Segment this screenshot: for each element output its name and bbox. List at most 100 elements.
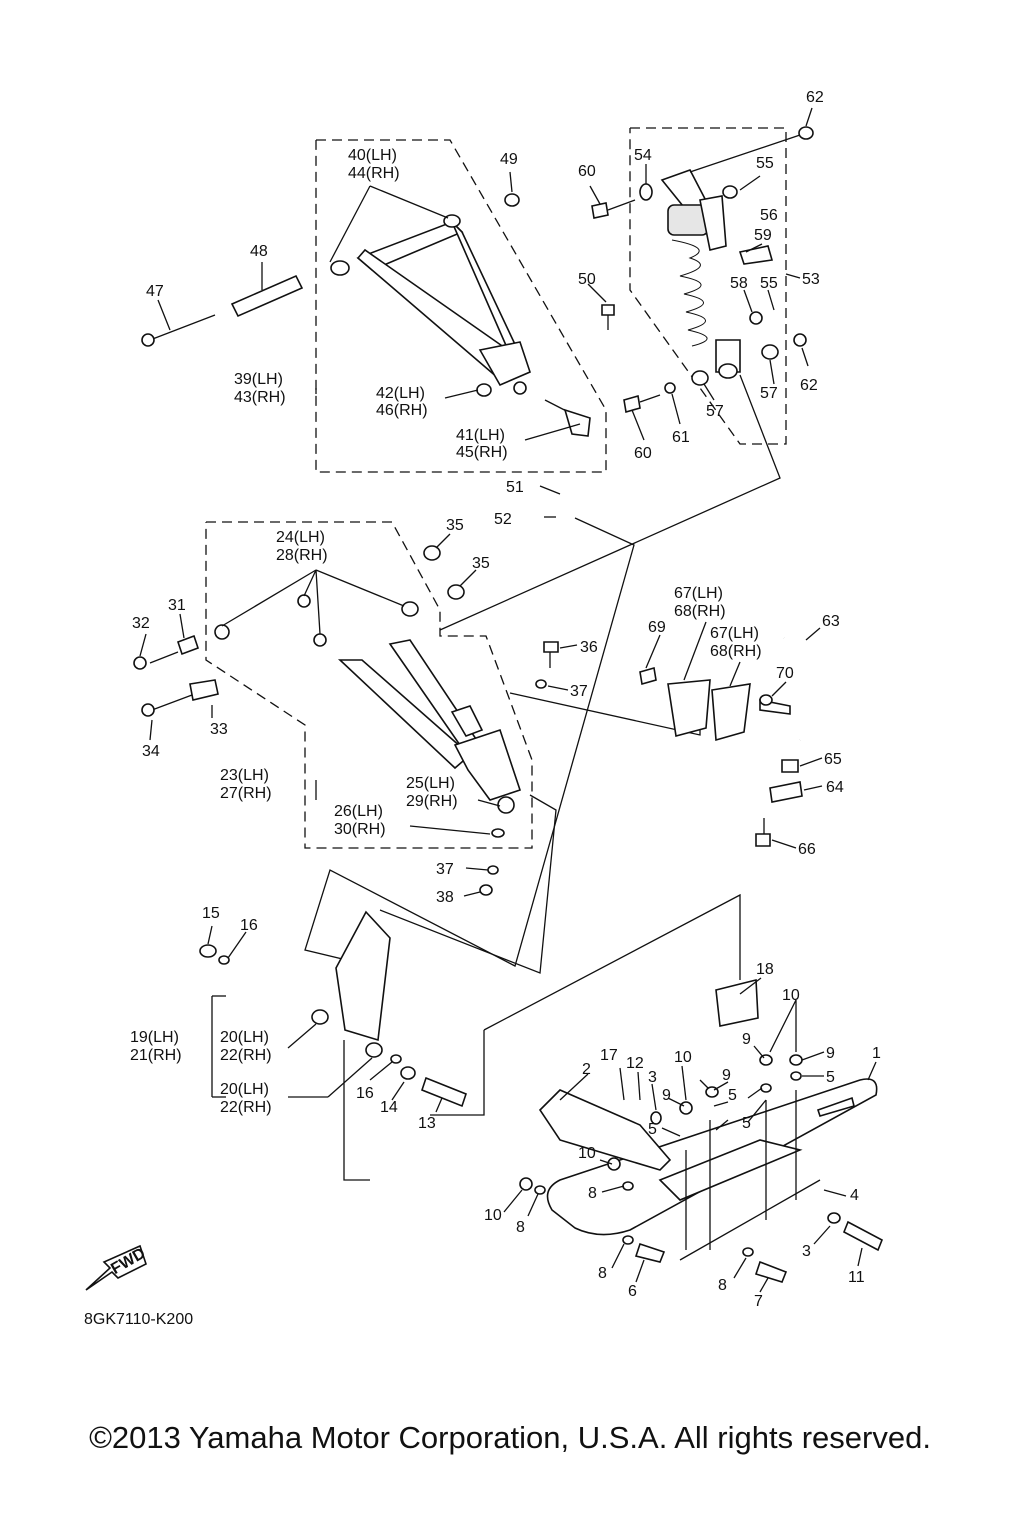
callout-45: 45(RH) (456, 444, 508, 461)
callout-64: 64 (826, 779, 844, 796)
callout-31: 31 (168, 597, 186, 614)
callout-58: 58 (730, 275, 748, 292)
callout-37-top: 37 (570, 683, 588, 700)
callout-30: 30(RH) (334, 821, 386, 838)
callout-57-right: 57 (760, 385, 778, 402)
callout-28: 28(RH) (276, 547, 328, 564)
lower-arm-group-box (205, 521, 533, 849)
callout-9-left-low: 9 (662, 1087, 671, 1104)
callout-16-top: 16 (240, 917, 258, 934)
callout-8-top: 8 (588, 1185, 597, 1202)
callout-21: 21(RH) (130, 1047, 182, 1064)
callout-10-mid: 10 (674, 1049, 692, 1066)
callout-37-bottom: 37 (436, 861, 454, 878)
callout-14: 14 (380, 1099, 398, 1116)
shock-group-box (629, 127, 787, 445)
callout-7: 7 (754, 1293, 763, 1310)
callout-6: 6 (628, 1283, 637, 1300)
callout-12: 12 (626, 1055, 644, 1072)
callout-labels: 62 40(LH) 44(RH) 49 60 54 55 56 59 48 53… (130, 89, 881, 1310)
lower-arm-bushings (214, 545, 465, 647)
callout-10-ski-left: 10 (578, 1145, 596, 1162)
callout-42: 42(LH) (376, 385, 425, 402)
callout-63: 63 (822, 613, 840, 630)
callout-68-top: 68(RH) (674, 603, 726, 620)
callout-20-top: 20(LH) (220, 1029, 269, 1046)
callout-55-mid: 55 (760, 275, 778, 292)
callout-47: 47 (146, 283, 164, 300)
callout-13: 13 (418, 1115, 436, 1132)
callout-65: 65 (824, 751, 842, 768)
upper-a-arm (356, 221, 531, 395)
callout-26: 26(LH) (334, 803, 383, 820)
ski (519, 978, 884, 1283)
callout-17: 17 (600, 1047, 618, 1064)
lower-a-arm (337, 639, 522, 814)
callout-9-left: 9 (742, 1031, 751, 1048)
callout-41: 41(LH) (456, 427, 505, 444)
callout-52: 52 (494, 511, 512, 528)
callout-15: 15 (202, 905, 220, 922)
callout-35-mid: 35 (472, 555, 490, 572)
callout-57-left: 57 (706, 403, 724, 420)
callout-56: 56 (760, 207, 778, 224)
copyright-notice: ©2013 Yamaha Motor Corporation, U.S.A. A… (89, 1420, 931, 1455)
upper-arm-bolt (141, 274, 304, 347)
callout-62-top: 62 (806, 89, 824, 106)
callout-49: 49 (500, 151, 518, 168)
callout-67-mid: 67(LH) (710, 625, 759, 642)
callout-8-left: 8 (516, 1219, 525, 1236)
callout-32: 32 (132, 615, 150, 632)
callout-55-top: 55 (756, 155, 774, 172)
callout-48: 48 (250, 243, 268, 260)
callout-46: 46(RH) (376, 402, 428, 419)
callout-25: 25(LH) (406, 775, 455, 792)
callout-40: 40(LH) (348, 147, 397, 164)
callout-5-center: 5 (742, 1115, 751, 1132)
callout-70: 70 (776, 665, 794, 682)
callout-19: 19(LH) (130, 1029, 179, 1046)
callout-27: 27(RH) (220, 785, 272, 802)
callout-34: 34 (142, 743, 160, 760)
callout-5-left: 5 (648, 1121, 657, 1138)
callout-59: 59 (754, 227, 772, 244)
callout-29: 29(RH) (406, 793, 458, 810)
callout-8-low: 8 (598, 1265, 607, 1282)
shock-absorber (660, 169, 774, 379)
callout-36: 36 (580, 639, 598, 656)
callout-23: 23(LH) (220, 767, 269, 784)
callout-11: 11 (848, 1269, 865, 1286)
callout-3-bottom: 3 (802, 1243, 811, 1260)
callout-24: 24(LH) (276, 529, 325, 546)
fwd-arrow-icon: FWD (85, 1244, 148, 1291)
connection-lines (304, 374, 781, 1181)
callout-8-right: 8 (718, 1277, 727, 1294)
callout-39: 39(LH) (234, 371, 283, 388)
callout-54: 54 (634, 147, 652, 164)
callout-9-right: 9 (826, 1045, 835, 1062)
callout-60-bottom: 60 (634, 445, 652, 462)
callout-66: 66 (798, 841, 816, 858)
callout-43: 43(RH) (234, 389, 286, 406)
callout-9-mid: 9 (722, 1067, 731, 1084)
callout-10-bottom: 10 (484, 1207, 502, 1224)
shock-hardware (591, 126, 814, 414)
callout-44: 44(RH) (348, 165, 400, 182)
callout-51: 51 (506, 479, 524, 496)
callout-1: 1 (872, 1045, 881, 1062)
callout-60-top: 60 (578, 163, 596, 180)
callout-4: 4 (850, 1187, 859, 1204)
callout-3-top: 3 (648, 1069, 657, 1086)
callout-22-bottom: 22(RH) (220, 1099, 272, 1116)
callout-22-top: 22(RH) (220, 1047, 272, 1064)
callout-10-ski-top: 10 (782, 987, 800, 1004)
callout-69: 69 (648, 619, 666, 636)
upper-ball-joint (544, 304, 615, 437)
callout-67-top: 67(LH) (674, 585, 723, 602)
callout-53: 53 (802, 271, 820, 288)
callout-50: 50 (578, 271, 596, 288)
callout-5-mid: 5 (728, 1087, 737, 1104)
callout-5-right: 5 (826, 1069, 835, 1086)
leader-lines (139, 107, 877, 1293)
